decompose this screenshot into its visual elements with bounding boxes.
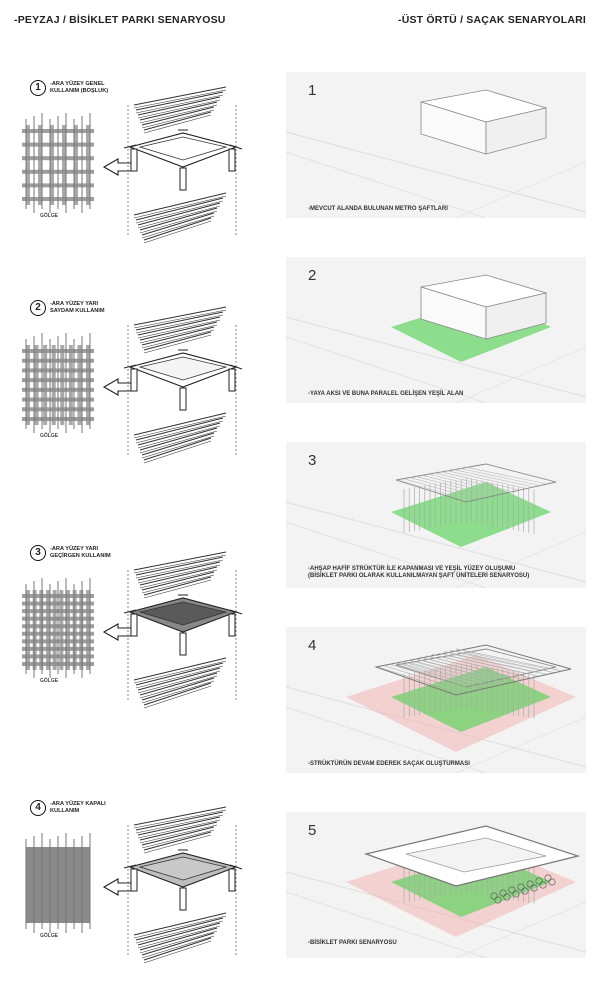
frame-structure <box>123 594 243 656</box>
shadow-pattern <box>22 333 94 433</box>
scenario-number: 2 <box>308 267 317 284</box>
landscape-scenario-4: 4 -ARA YÜZEY KAPALI KULLANIM GÖLGE <box>0 795 280 985</box>
canopy-render-panel: 3 -AHŞAP HAFİF STRÜKTÜR İLE KAPANMASI VE … <box>286 442 586 588</box>
timber-lattice-structure <box>363 825 581 904</box>
canopy-render <box>286 644 586 773</box>
exploded-axonometric-diagram <box>25 806 243 964</box>
scenario-caption: -AHŞAP HAFİF STRÜKTÜR İLE KAPANMASI VE Y… <box>308 566 530 579</box>
bicycle-icon <box>517 883 525 891</box>
canopy-render-panel: 1 -MEVCUT ALANDA BULUNAN METRO ŞAFTLARI <box>286 72 586 218</box>
shadow-pattern <box>22 113 94 213</box>
landscape-scenario-1: 1 -ARA YÜZEY GENEL KULLANIM (BOŞLUK) GÖLGE <box>0 75 280 265</box>
scenario-number: 4 <box>308 637 317 654</box>
shadow-label: GÖLGE <box>40 678 59 684</box>
scenario-label: -ARA YÜZEY GENEL KULLANIM (BOŞLUK) <box>50 81 109 94</box>
timber-lattice-structure <box>374 644 572 719</box>
scenario-number-badge: 3 <box>30 545 46 561</box>
canopy-render-panel: 2 -YAYA AKSI VE BUNA PARALEL GELİŞEN YEŞİ… <box>286 257 586 403</box>
canopy-render-panel: 4 -STRÜKTÜRÜN DEVAM EDEREK SAÇAK OLUŞTURM… <box>286 627 586 773</box>
scenario-number-badge: 4 <box>30 800 46 816</box>
bicycle-icon <box>508 886 516 894</box>
scenario-label: -ARA YÜZEY YARI SAYDAM KULLANIM <box>50 301 105 314</box>
canopy-render <box>286 825 586 958</box>
canopy-render <box>286 274 586 403</box>
canopy-scenario-1: 1 -MEVCUT ALANDA BULUNAN METRO ŞAFTLARI <box>0 72 600 232</box>
canopy-scenario-2: 2 -YAYA AKSI VE BUNA PARALEL GELİŞEN YEŞİ… <box>0 257 600 417</box>
canopy-scenario-4: 4 -STRÜKTÜRÜN DEVAM EDEREK SAÇAK OLUŞTURM… <box>0 627 600 787</box>
scenario-number-badge: 2 <box>30 300 46 316</box>
timber-lattice-structure <box>395 463 557 534</box>
scenario-caption: -YAYA AKSI VE BUNA PARALEL GELİŞEN YEŞİL… <box>308 391 464 397</box>
left-section-title: -PEYZAJ / BİSİKLET PARKI SENARYOSU <box>14 14 226 26</box>
scenario-caption: -BİSİKLET PARKI SENARYOSU <box>308 940 397 946</box>
exploded-axonometric-diagram <box>22 306 243 464</box>
landscape-scenario-3: 3 -ARA YÜZEY YARI GEÇİRGEN KULLANIM GÖLGE <box>0 540 280 730</box>
metro-shaft-box <box>420 274 548 340</box>
bicycle-icon <box>526 880 534 888</box>
scenario-caption: -STRÜKTÜRÜN DEVAM EDEREK SAÇAK OLUŞTURMA… <box>308 761 470 767</box>
metro-shaft-box <box>420 89 548 155</box>
frame-structure <box>123 129 243 191</box>
bicycle-icon <box>490 892 498 900</box>
right-section-title: -ÜST ÖRTÜ / SAÇAK SENARYOLARI <box>398 14 586 26</box>
scenario-label: -ARA YÜZEY KAPALI KULLANIM <box>50 801 106 814</box>
scenario-number: 3 <box>308 452 317 469</box>
shadow-pattern <box>22 578 94 678</box>
exploded-axonometric-diagram <box>22 551 243 709</box>
canopy-scenario-3: 3 -AHŞAP HAFİF STRÜKTÜR İLE KAPANMASI VE … <box>0 442 600 602</box>
scenario-caption: -MEVCUT ALANDA BULUNAN METRO ŞAFTLARI <box>308 206 448 212</box>
scenario-number: 1 <box>308 82 317 99</box>
frame-structure <box>123 849 243 911</box>
shadow-label: GÖLGE <box>40 213 59 219</box>
scenario-number: 5 <box>308 822 317 839</box>
shadow-label: GÖLGE <box>40 433 59 439</box>
shadow-label: GÖLGE <box>40 933 59 939</box>
scenario-number-badge: 1 <box>30 80 46 96</box>
canopy-render-panel: 5 -BİSİKLET PARKI SENARYOSU <box>286 812 586 958</box>
bicycle-icon <box>499 889 507 897</box>
bicycle-icon <box>544 874 552 882</box>
frame-structure <box>123 349 243 411</box>
exploded-axonometric-diagram <box>22 86 243 244</box>
shadow-pattern <box>25 833 91 933</box>
canopy-scenario-5: 5 -BİSİKLET PARKI SENARYOSU <box>0 812 600 972</box>
scenario-label: -ARA YÜZEY YARI GEÇİRGEN KULLANIM <box>50 546 111 559</box>
canopy-render <box>286 89 586 218</box>
canopy-render <box>286 463 586 588</box>
landscape-scenario-2: 2 -ARA YÜZEY YARI SAYDAM KULLANIM GÖLGE <box>0 295 280 485</box>
bicycle-icon <box>535 877 543 885</box>
